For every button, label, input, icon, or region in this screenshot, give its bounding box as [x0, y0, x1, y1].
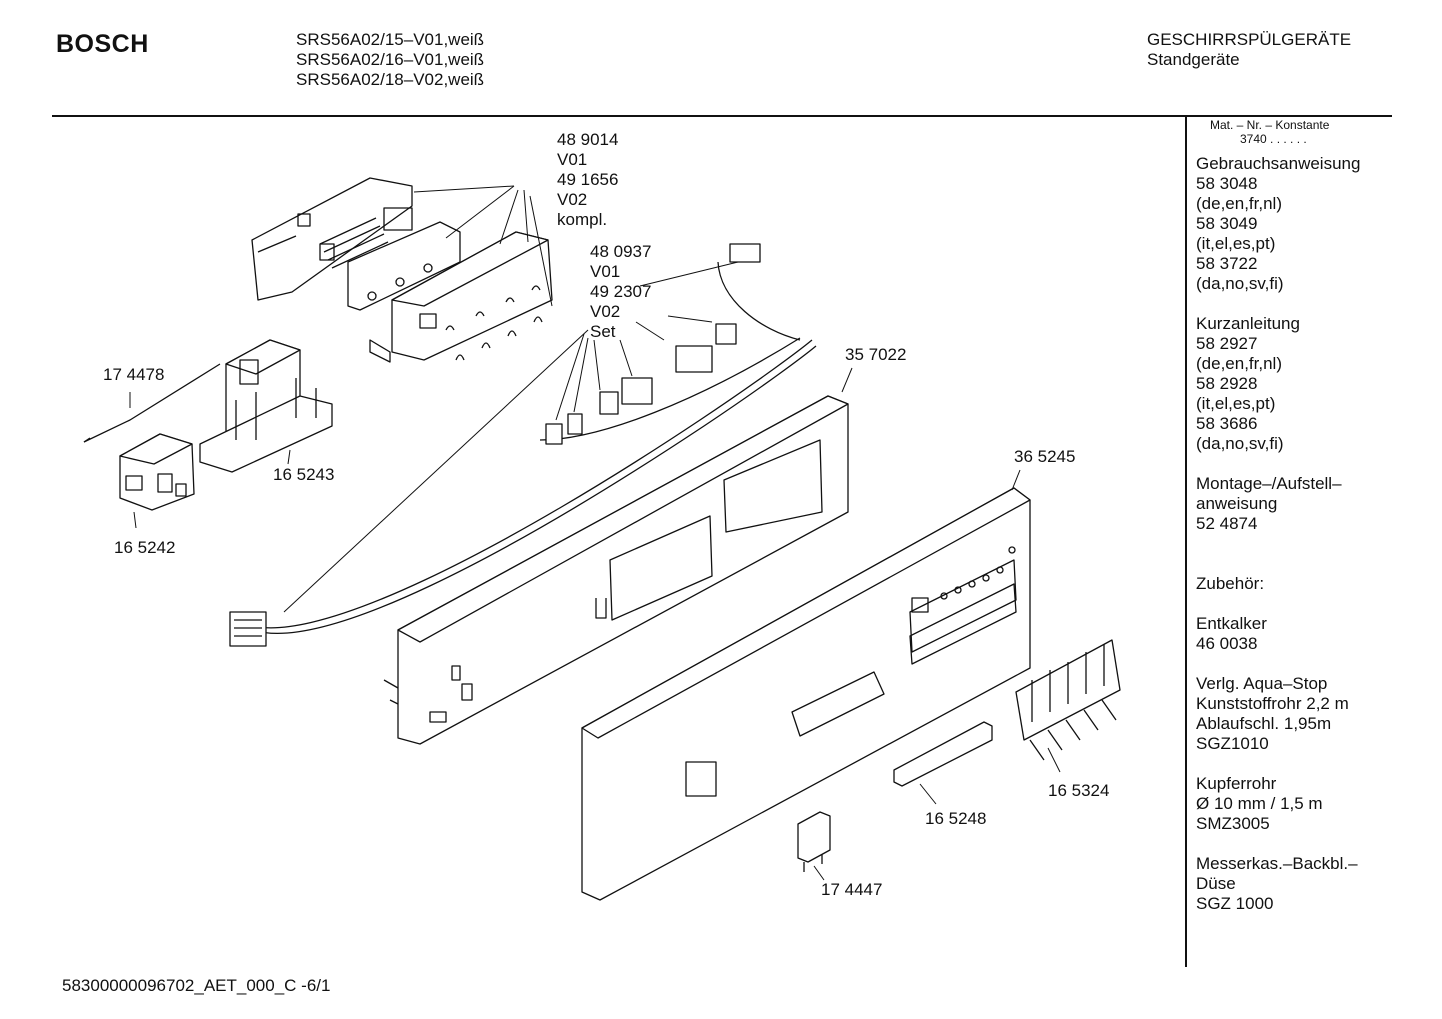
- sidebar-line: (da,no,sv,fi): [1196, 434, 1284, 453]
- sidebar: Mat. – Nr. – Konstante 3740 . . . . . . …: [1196, 118, 1396, 934]
- sidebar-line: anweisung: [1196, 494, 1278, 513]
- part-label-165324: 16 5324: [1048, 781, 1110, 800]
- door-switch-housing: [199, 339, 333, 473]
- part-label-control-module: 48 9014 V01 49 1656 V02 kompl.: [557, 130, 618, 230]
- sidebar-line: SGZ1010: [1196, 734, 1269, 753]
- sidebar-line: Düse: [1196, 874, 1236, 893]
- sidebar-line: 58 3686: [1196, 414, 1258, 433]
- sidebar-line: 58 3049: [1196, 214, 1258, 233]
- part-label-357022: 35 7022: [845, 345, 907, 364]
- part-number: 49 1656: [557, 170, 619, 189]
- control-module-front: [369, 231, 553, 363]
- part-label-174478: 17 4478: [103, 365, 165, 384]
- sidebar-line: Entkalker: [1196, 614, 1267, 633]
- control-panel-frame: [383, 395, 849, 745]
- sidebar-line: (it,el,es,pt): [1196, 394, 1276, 413]
- sidebar-line: 58 2928: [1196, 374, 1258, 393]
- sidebar-line: Montage–/Aufstell–: [1196, 474, 1342, 493]
- part-variant: V01: [557, 150, 588, 169]
- sidebar-line: Ø 10 mm / 1,5 m: [1196, 794, 1323, 813]
- document-id: 58300000096702_AET_000_C -6/1: [62, 976, 331, 995]
- wire-harness: [229, 243, 817, 647]
- contact-wire: [83, 363, 221, 443]
- sidebar-section-copperpipe: Kupferrohr Ø 10 mm / 1,5 m SMZ3005: [1196, 774, 1396, 834]
- sidebar-line: 52 4874: [1196, 514, 1258, 533]
- sidebar-section-manual: Gebrauchsanweisung 58 3048 (de,en,fr,nl)…: [1196, 154, 1396, 294]
- sidebar-section-quickguide: Kurzanleitung 58 2927 (de,en,fr,nl) 58 2…: [1196, 314, 1396, 454]
- sidebar-line: (it,el,es,pt): [1196, 234, 1276, 253]
- category-subtitle: Standgeräte: [1147, 50, 1240, 69]
- sidebar-line: (da,no,sv,fi): [1196, 274, 1284, 293]
- control-module-board: [251, 177, 461, 311]
- part-variant: V02: [557, 190, 588, 209]
- category-title: GESCHIRRSPÜLGERÄTE: [1147, 30, 1352, 49]
- part-note: kompl.: [557, 210, 608, 229]
- sidebar-divider: [1185, 117, 1187, 967]
- brand-logo: BOSCH: [56, 30, 149, 58]
- model-line: SRS56A02/18–V02,weiß: [296, 70, 485, 89]
- part-label-174447: 17 4447: [821, 880, 883, 899]
- part-note: Set: [590, 322, 616, 341]
- sidebar-section-descaler: Entkalker 46 0038: [1196, 614, 1396, 654]
- sidebar-line: 58 3048: [1196, 174, 1258, 193]
- sidebar-line: Kupferrohr: [1196, 774, 1277, 793]
- part-number: 48 0937: [590, 242, 652, 261]
- sidebar-line: SGZ 1000: [1196, 894, 1274, 913]
- part-label-165243: 16 5243: [273, 465, 335, 484]
- sidebar-line: Kunststoffrohr 2,2 m: [1196, 694, 1349, 713]
- part-label-165248: 16 5248: [925, 809, 987, 828]
- sidebar-line: (de,en,fr,nl): [1196, 354, 1282, 373]
- button-set: [1015, 639, 1121, 761]
- sidebar-line: 58 3722: [1196, 254, 1258, 273]
- model-line: SRS56A02/16–V01,weiß: [296, 50, 485, 69]
- sidebar-line: Kurzanleitung: [1196, 314, 1300, 333]
- sidebar-line: Messerkas.–Backbl.–: [1196, 854, 1358, 873]
- mat-number-value: 3740 . . . . . .: [1240, 132, 1307, 146]
- sidebar-line: (de,en,fr,nl): [1196, 194, 1282, 213]
- sidebar-line: Verlg. Aqua–Stop: [1196, 674, 1328, 693]
- sidebar-line: Zubehör:: [1196, 574, 1265, 593]
- part-label-harness: 48 0937 V01 49 2307 V02 Set: [590, 242, 651, 342]
- micro-switch: [119, 433, 195, 511]
- exploded-parts-drawing: [83, 177, 1121, 901]
- sidebar-line: 46 0038: [1196, 634, 1258, 653]
- mat-number-label: Mat. – Nr. – Konstante: [1210, 118, 1330, 132]
- door-clip: [797, 811, 831, 872]
- sidebar-section-aquastop: Verlg. Aqua–Stop Kunststoffrohr 2,2 m Ab…: [1196, 674, 1396, 754]
- sidebar-section-accessories: Zubehör:: [1196, 554, 1396, 594]
- sidebar-line: SMZ3005: [1196, 814, 1270, 833]
- sidebar-section-nozzle: Messerkas.–Backbl.– Düse SGZ 1000: [1196, 854, 1396, 914]
- model-list: SRS56A02/15–V01,weiß SRS56A02/16–V01,wei…: [296, 30, 484, 90]
- part-number: 48 9014: [557, 130, 619, 149]
- sidebar-line: Ablaufschl. 1,95m: [1196, 714, 1332, 733]
- header-divider: [52, 115, 1392, 117]
- sidebar-line: Gebrauchsanweisung: [1196, 154, 1361, 173]
- cover-strip: [893, 721, 993, 787]
- part-variant: V02: [590, 302, 621, 321]
- front-panel: [581, 487, 1031, 901]
- product-category: GESCHIRRSPÜLGERÄTE Standgeräte: [1147, 30, 1351, 70]
- part-number: 49 2307: [590, 282, 652, 301]
- sidebar-line: 58 2927: [1196, 334, 1258, 353]
- part-variant: V01: [590, 262, 621, 281]
- sidebar-section-installation: Montage–/Aufstell– anweisung 52 4874: [1196, 474, 1396, 534]
- part-label-165242: 16 5242: [114, 538, 176, 557]
- part-label-365245: 36 5245: [1014, 447, 1076, 466]
- model-line: SRS56A02/15–V01,weiß: [296, 30, 485, 49]
- leader-lines: [129, 185, 1061, 881]
- sidebar-line: [1196, 554, 1396, 574]
